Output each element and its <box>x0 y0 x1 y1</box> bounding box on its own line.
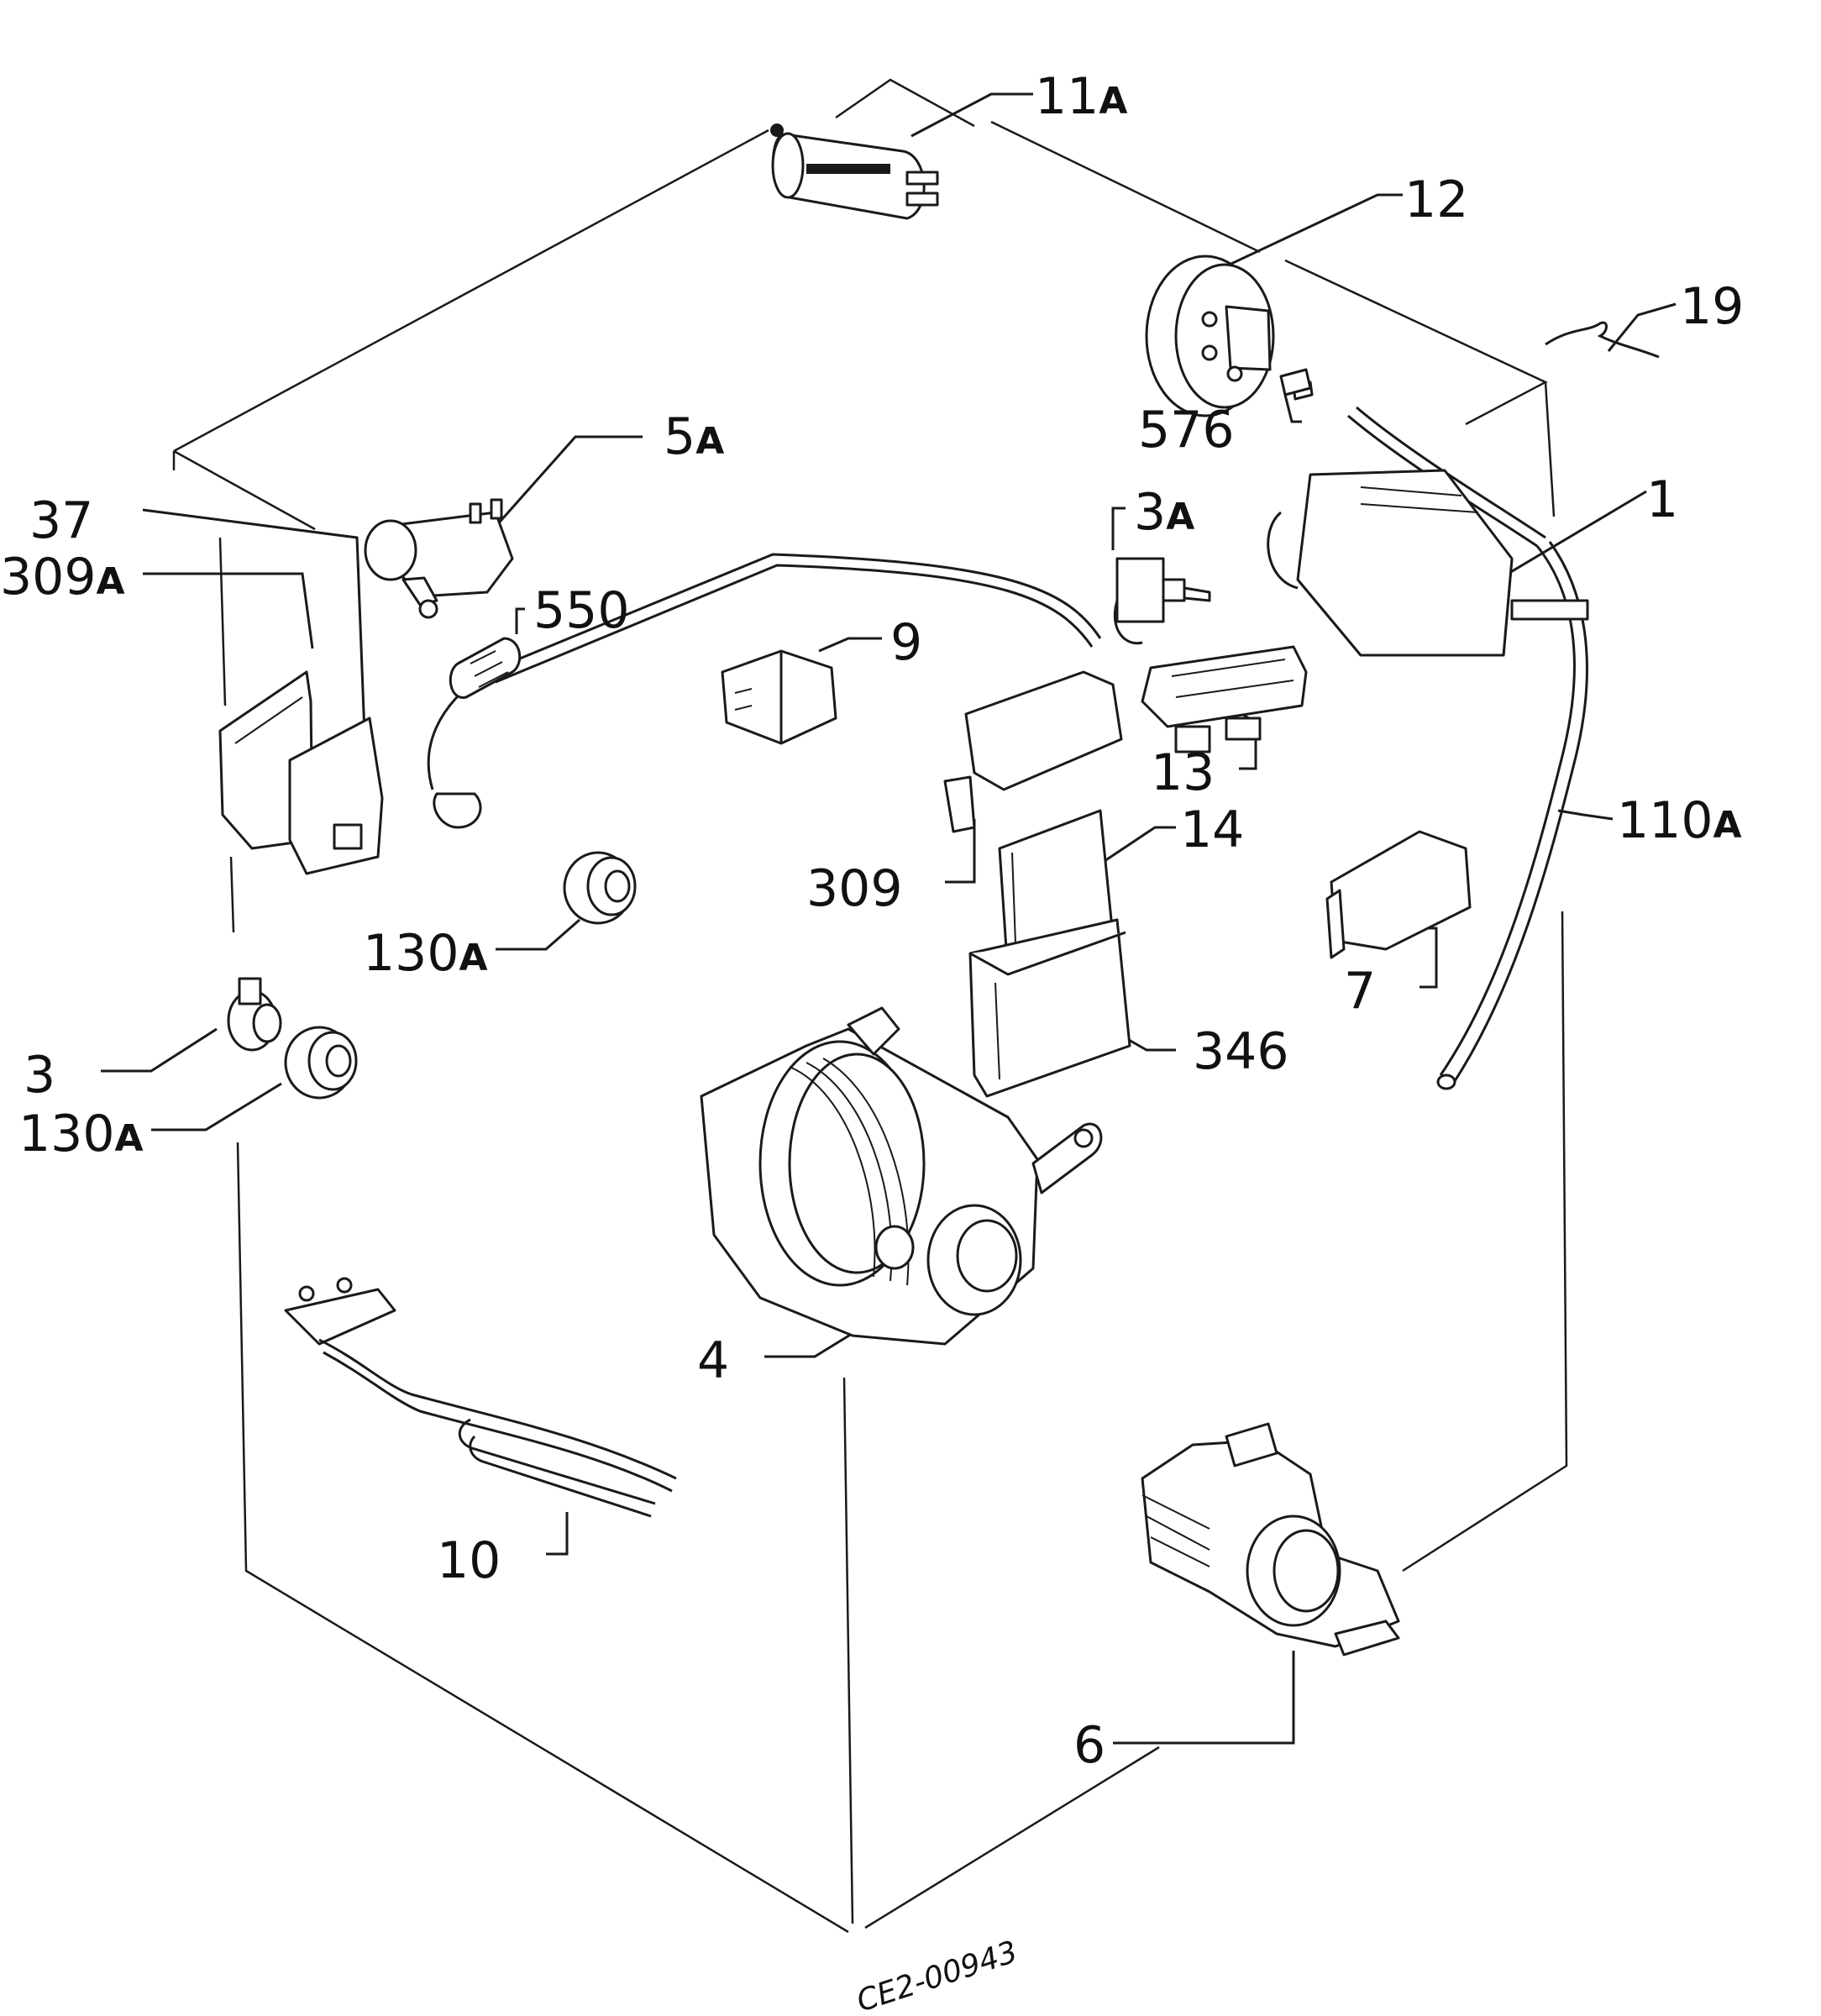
dispenser-309 <box>943 670 1123 833</box>
label-number: 550 <box>533 581 630 640</box>
label-1: 1 <box>1646 470 1678 529</box>
grommet-130a-lower <box>284 1026 358 1100</box>
heater-10 <box>284 1277 677 1518</box>
label-7: 7 <box>1344 962 1376 1021</box>
label-346: 346 <box>1193 1022 1289 1081</box>
label-12: 12 <box>1404 171 1468 229</box>
cabinet-outline <box>172 78 1568 1934</box>
label-3a: 3A <box>1134 483 1194 542</box>
label-number: 13 <box>1151 743 1215 802</box>
label-number: 130 <box>363 924 459 983</box>
label-number: 5 <box>664 407 695 466</box>
label-suffix: A <box>1713 804 1742 847</box>
thermostat-3 <box>227 977 282 1052</box>
label-number: 4 <box>697 1331 729 1390</box>
leader-lines <box>101 92 1677 1745</box>
door-lock-37 <box>288 717 384 875</box>
interlock-7 <box>1325 830 1472 959</box>
label-309: 309 <box>806 859 903 918</box>
label-number: 14 <box>1180 801 1244 859</box>
filter-550 <box>449 637 522 699</box>
relay-9 <box>721 649 837 745</box>
programmer-1 <box>1267 469 1589 657</box>
label-number: 6 <box>1073 1716 1105 1775</box>
label-number: 3 <box>1134 483 1166 542</box>
label-number: 11 <box>1035 67 1099 126</box>
label-suffix: A <box>695 420 724 463</box>
label-309a: 309A <box>0 548 125 606</box>
label-11a: 11A <box>1035 67 1127 126</box>
capacitor-11a <box>770 123 939 220</box>
label-10: 10 <box>437 1531 501 1590</box>
label-14: 14 <box>1180 801 1244 859</box>
label-number: 19 <box>1680 277 1744 336</box>
label-suffix: A <box>97 560 125 603</box>
tray-346 <box>968 918 1131 1098</box>
pump-6 <box>1141 1422 1400 1656</box>
pressure-switch-12 <box>1145 255 1314 417</box>
label-4: 4 <box>697 1331 729 1390</box>
grommet-130a-upper <box>563 851 637 925</box>
label-number: 130 <box>18 1105 115 1163</box>
sensor-wire <box>427 553 1102 829</box>
label-37: 37 <box>29 491 93 550</box>
label-110a: 110A <box>1617 791 1742 850</box>
part-labels: 11A 12 19 576 5A 37 309A 550 3A 1 9 13 1… <box>0 67 1744 2016</box>
label-number: 309 <box>0 548 97 606</box>
label-19: 19 <box>1680 277 1744 336</box>
label-5a: 5A <box>664 407 724 466</box>
label-suffix: A <box>1099 80 1127 123</box>
label-suffix: A <box>1166 496 1194 538</box>
label-3: 3 <box>24 1046 55 1105</box>
label-suffix: A <box>115 1117 144 1160</box>
label-130a-lower: 130A <box>18 1105 144 1163</box>
label-550: 550 <box>533 581 630 640</box>
label-6: 6 <box>1073 1716 1105 1775</box>
switch-block-13 <box>1141 645 1308 753</box>
label-number: 1 <box>1646 470 1678 529</box>
label-number: 7 <box>1344 962 1376 1021</box>
thermostat-3a <box>1113 557 1211 645</box>
label-number: 346 <box>1193 1022 1289 1081</box>
label-9: 9 <box>890 613 922 672</box>
label-13: 13 <box>1151 743 1215 802</box>
label-130a-upper: 130A <box>363 924 488 983</box>
label-number: 10 <box>437 1531 501 1590</box>
label-number: 576 <box>1138 401 1235 459</box>
label-number: 37 <box>29 491 93 550</box>
label-number: 309 <box>806 859 903 918</box>
label-576: 576 <box>1138 401 1235 459</box>
label-number: 110 <box>1617 791 1713 850</box>
label-suffix: A <box>459 937 488 979</box>
clip-19 <box>1545 321 1660 359</box>
label-number: 9 <box>890 613 922 672</box>
drawing-code: CE2-00943 <box>853 1935 1021 2016</box>
valve-5a <box>364 498 514 619</box>
motor-4 <box>700 1006 1103 1346</box>
label-number: 12 <box>1404 171 1468 229</box>
label-number: 3 <box>24 1046 55 1105</box>
